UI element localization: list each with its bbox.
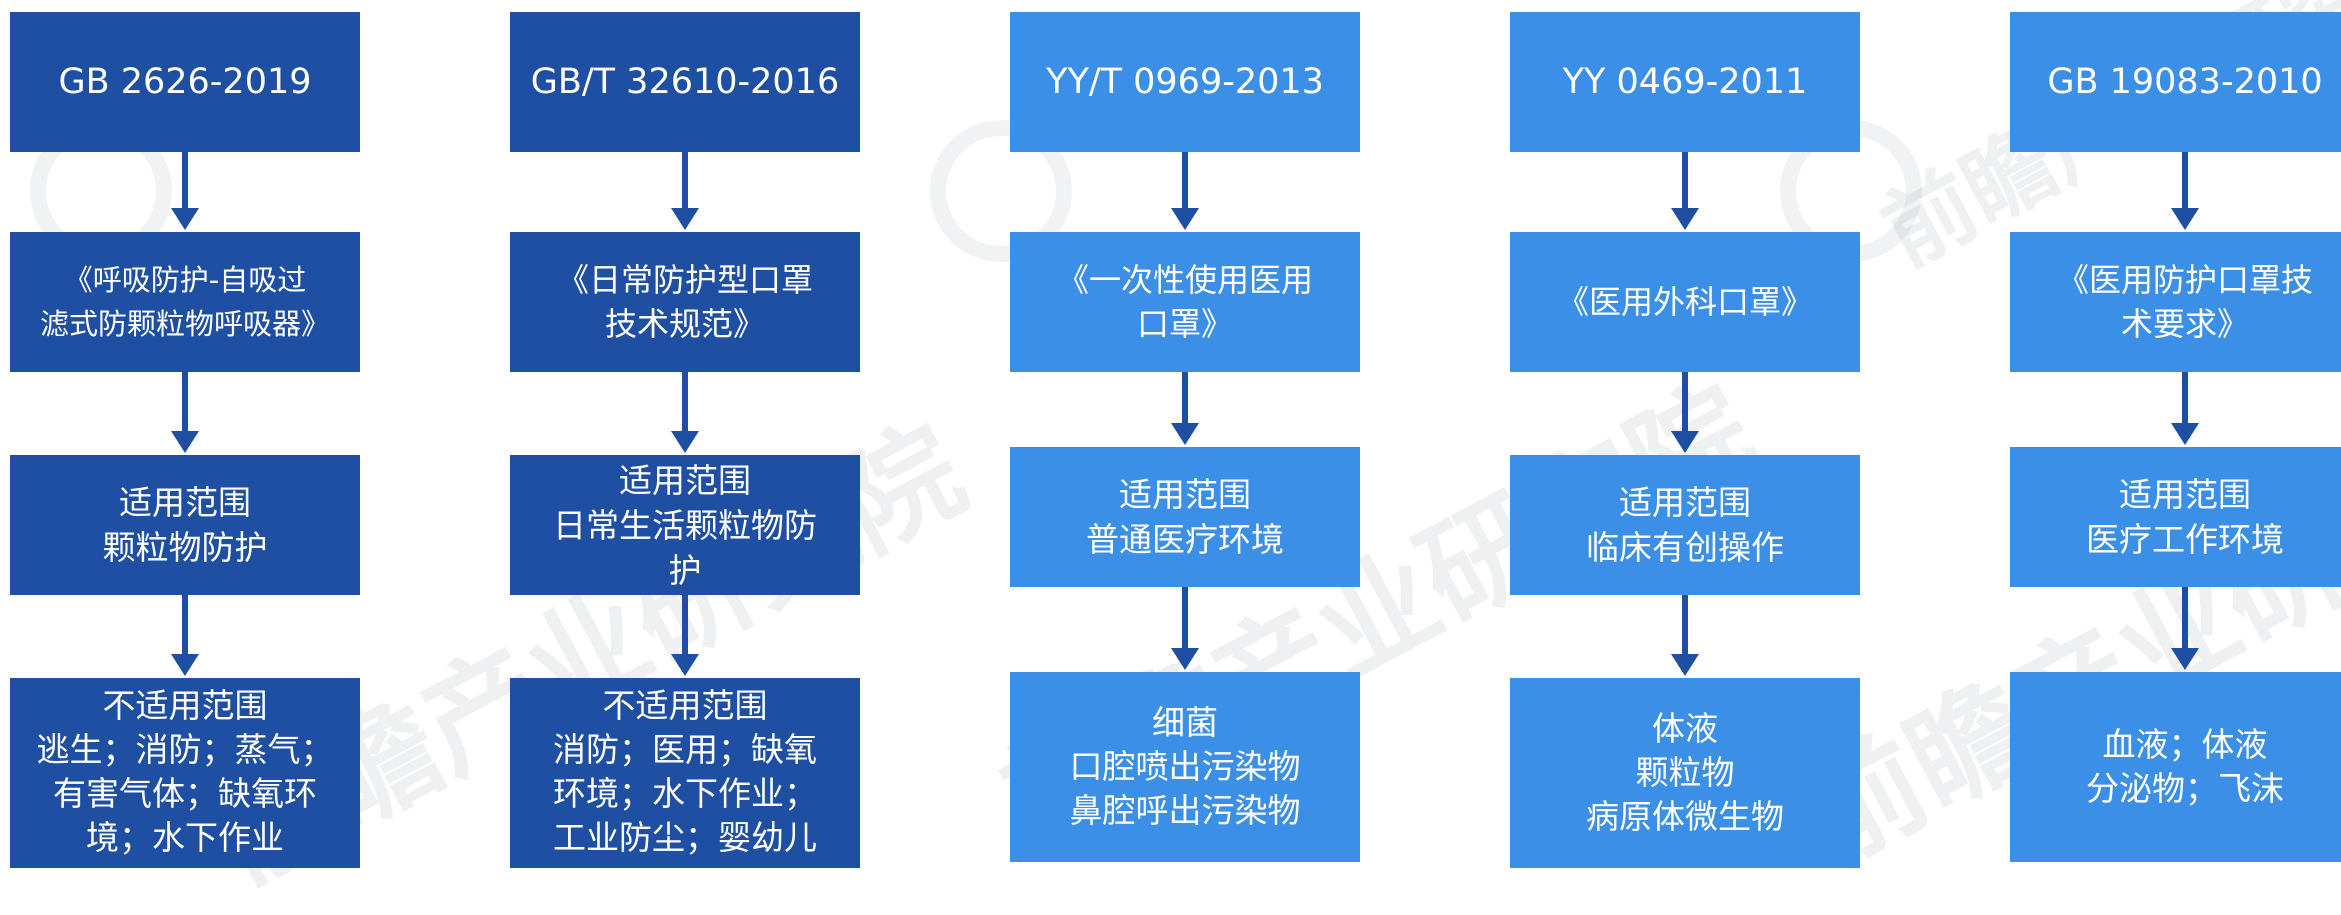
scope-text: 适用范围 临床有创操作 (1586, 483, 1784, 567)
not-applicable-text: 体液 颗粒物 病原体微生物 (1586, 709, 1784, 836)
down-arrow-icon (2171, 152, 2199, 230)
standard-column: GB/T 32610-2016 《日常防护型口罩 技术规范》 适用范围 日常生活… (510, 0, 860, 868)
standard-name: 《医用外科口罩》 (1556, 283, 1813, 321)
standard-name: 《日常防护型口罩 技术规范》 (556, 261, 813, 343)
down-arrow-icon (1171, 372, 1199, 445)
standard-code-box: GB/T 32610-2016 (510, 12, 860, 152)
standard-code-box: GB 19083-2010 (2010, 12, 2341, 152)
standard-name: 《呼吸防护-自吸过 滤式防颗粒物呼吸器》 (39, 263, 330, 341)
down-arrow-icon (1171, 152, 1199, 230)
standard-name-box: 《医用防护口罩技 术要求》 (2010, 232, 2341, 372)
scope-box: 适用范围 普通医疗环境 (1010, 447, 1360, 587)
standard-column: YY/T 0969-2013 《一次性使用医用 口罩》 适用范围 普通医疗环境 … (1010, 0, 1360, 862)
not-applicable-text: 细菌 口腔喷出污染物 鼻腔呼出污染物 (1069, 703, 1301, 830)
not-applicable-box: 不适用范围 逃生；消防；蒸气； 有害气体；缺氧环 境；水下作业 (10, 678, 360, 868)
down-arrow-icon (1671, 595, 1699, 676)
scope-box: 适用范围 颗粒物防护 (10, 455, 360, 595)
not-applicable-box: 不适用范围 消防；医用；缺氧 环境；水下作业； 工业防尘；婴幼儿 (510, 678, 860, 868)
standard-code: GB 19083-2010 (2047, 62, 2323, 102)
scope-text: 适用范围 日常生活颗粒物防 护 (553, 460, 817, 590)
not-applicable-text: 血液；体液 分泌物；飞沫 (2086, 725, 2284, 808)
down-arrow-icon (1171, 587, 1199, 670)
standard-name: 《医用防护口罩技 术要求》 (2056, 261, 2313, 343)
standard-name-box: 《日常防护型口罩 技术规范》 (510, 232, 860, 372)
down-arrow-icon (171, 152, 199, 230)
standard-name: 《一次性使用医用 口罩》 (1056, 261, 1313, 343)
down-arrow-icon (671, 372, 699, 453)
standard-code: GB/T 32610-2016 (530, 62, 840, 102)
standard-name-box: 《呼吸防护-自吸过 滤式防颗粒物呼吸器》 (10, 232, 360, 372)
standard-column: YY 0469-2011 《医用外科口罩》 适用范围 临床有创操作 体液 颗粒物… (1510, 0, 1860, 868)
standard-code-box: YY/T 0969-2013 (1010, 12, 1360, 152)
not-applicable-box: 细菌 口腔喷出污染物 鼻腔呼出污染物 (1010, 672, 1360, 862)
standard-column: GB 2626-2019 《呼吸防护-自吸过 滤式防颗粒物呼吸器》 适用范围 颗… (10, 0, 360, 868)
standard-code: GB 2626-2019 (58, 62, 312, 102)
not-applicable-box: 血液；体液 分泌物；飞沫 (2010, 672, 2341, 862)
scope-text: 适用范围 医疗工作环境 (2086, 475, 2284, 559)
scope-box: 适用范围 临床有创操作 (1510, 455, 1860, 595)
down-arrow-icon (671, 152, 699, 230)
standard-name-box: 《一次性使用医用 口罩》 (1010, 232, 1360, 372)
scope-box: 适用范围 医疗工作环境 (2010, 447, 2341, 587)
down-arrow-icon (1671, 372, 1699, 453)
scope-text: 适用范围 普通医疗环境 (1086, 475, 1284, 559)
down-arrow-icon (2171, 587, 2199, 670)
down-arrow-icon (1671, 152, 1699, 230)
standard-code: YY 0469-2011 (1562, 62, 1808, 102)
scope-box: 适用范围 日常生活颗粒物防 护 (510, 455, 860, 595)
not-applicable-box: 体液 颗粒物 病原体微生物 (1510, 678, 1860, 868)
down-arrow-icon (2171, 372, 2199, 445)
standard-code-box: YY 0469-2011 (1510, 12, 1860, 152)
standard-name-box: 《医用外科口罩》 (1510, 232, 1860, 372)
standard-column: GB 19083-2010 《医用防护口罩技 术要求》 适用范围 医疗工作环境 … (2010, 0, 2341, 862)
down-arrow-icon (671, 595, 699, 676)
not-applicable-text: 不适用范围 逃生；消防；蒸气； 有害气体；缺氧环 境；水下作业 (36, 686, 334, 857)
standard-code-box: GB 2626-2019 (10, 12, 360, 152)
scope-text: 适用范围 颗粒物防护 (102, 483, 268, 567)
not-applicable-text: 不适用范围 消防；医用；缺氧 环境；水下作业； 工业防尘；婴幼儿 (553, 686, 817, 857)
standard-code: YY/T 0969-2013 (1046, 62, 1324, 102)
down-arrow-icon (171, 595, 199, 676)
down-arrow-icon (171, 372, 199, 453)
